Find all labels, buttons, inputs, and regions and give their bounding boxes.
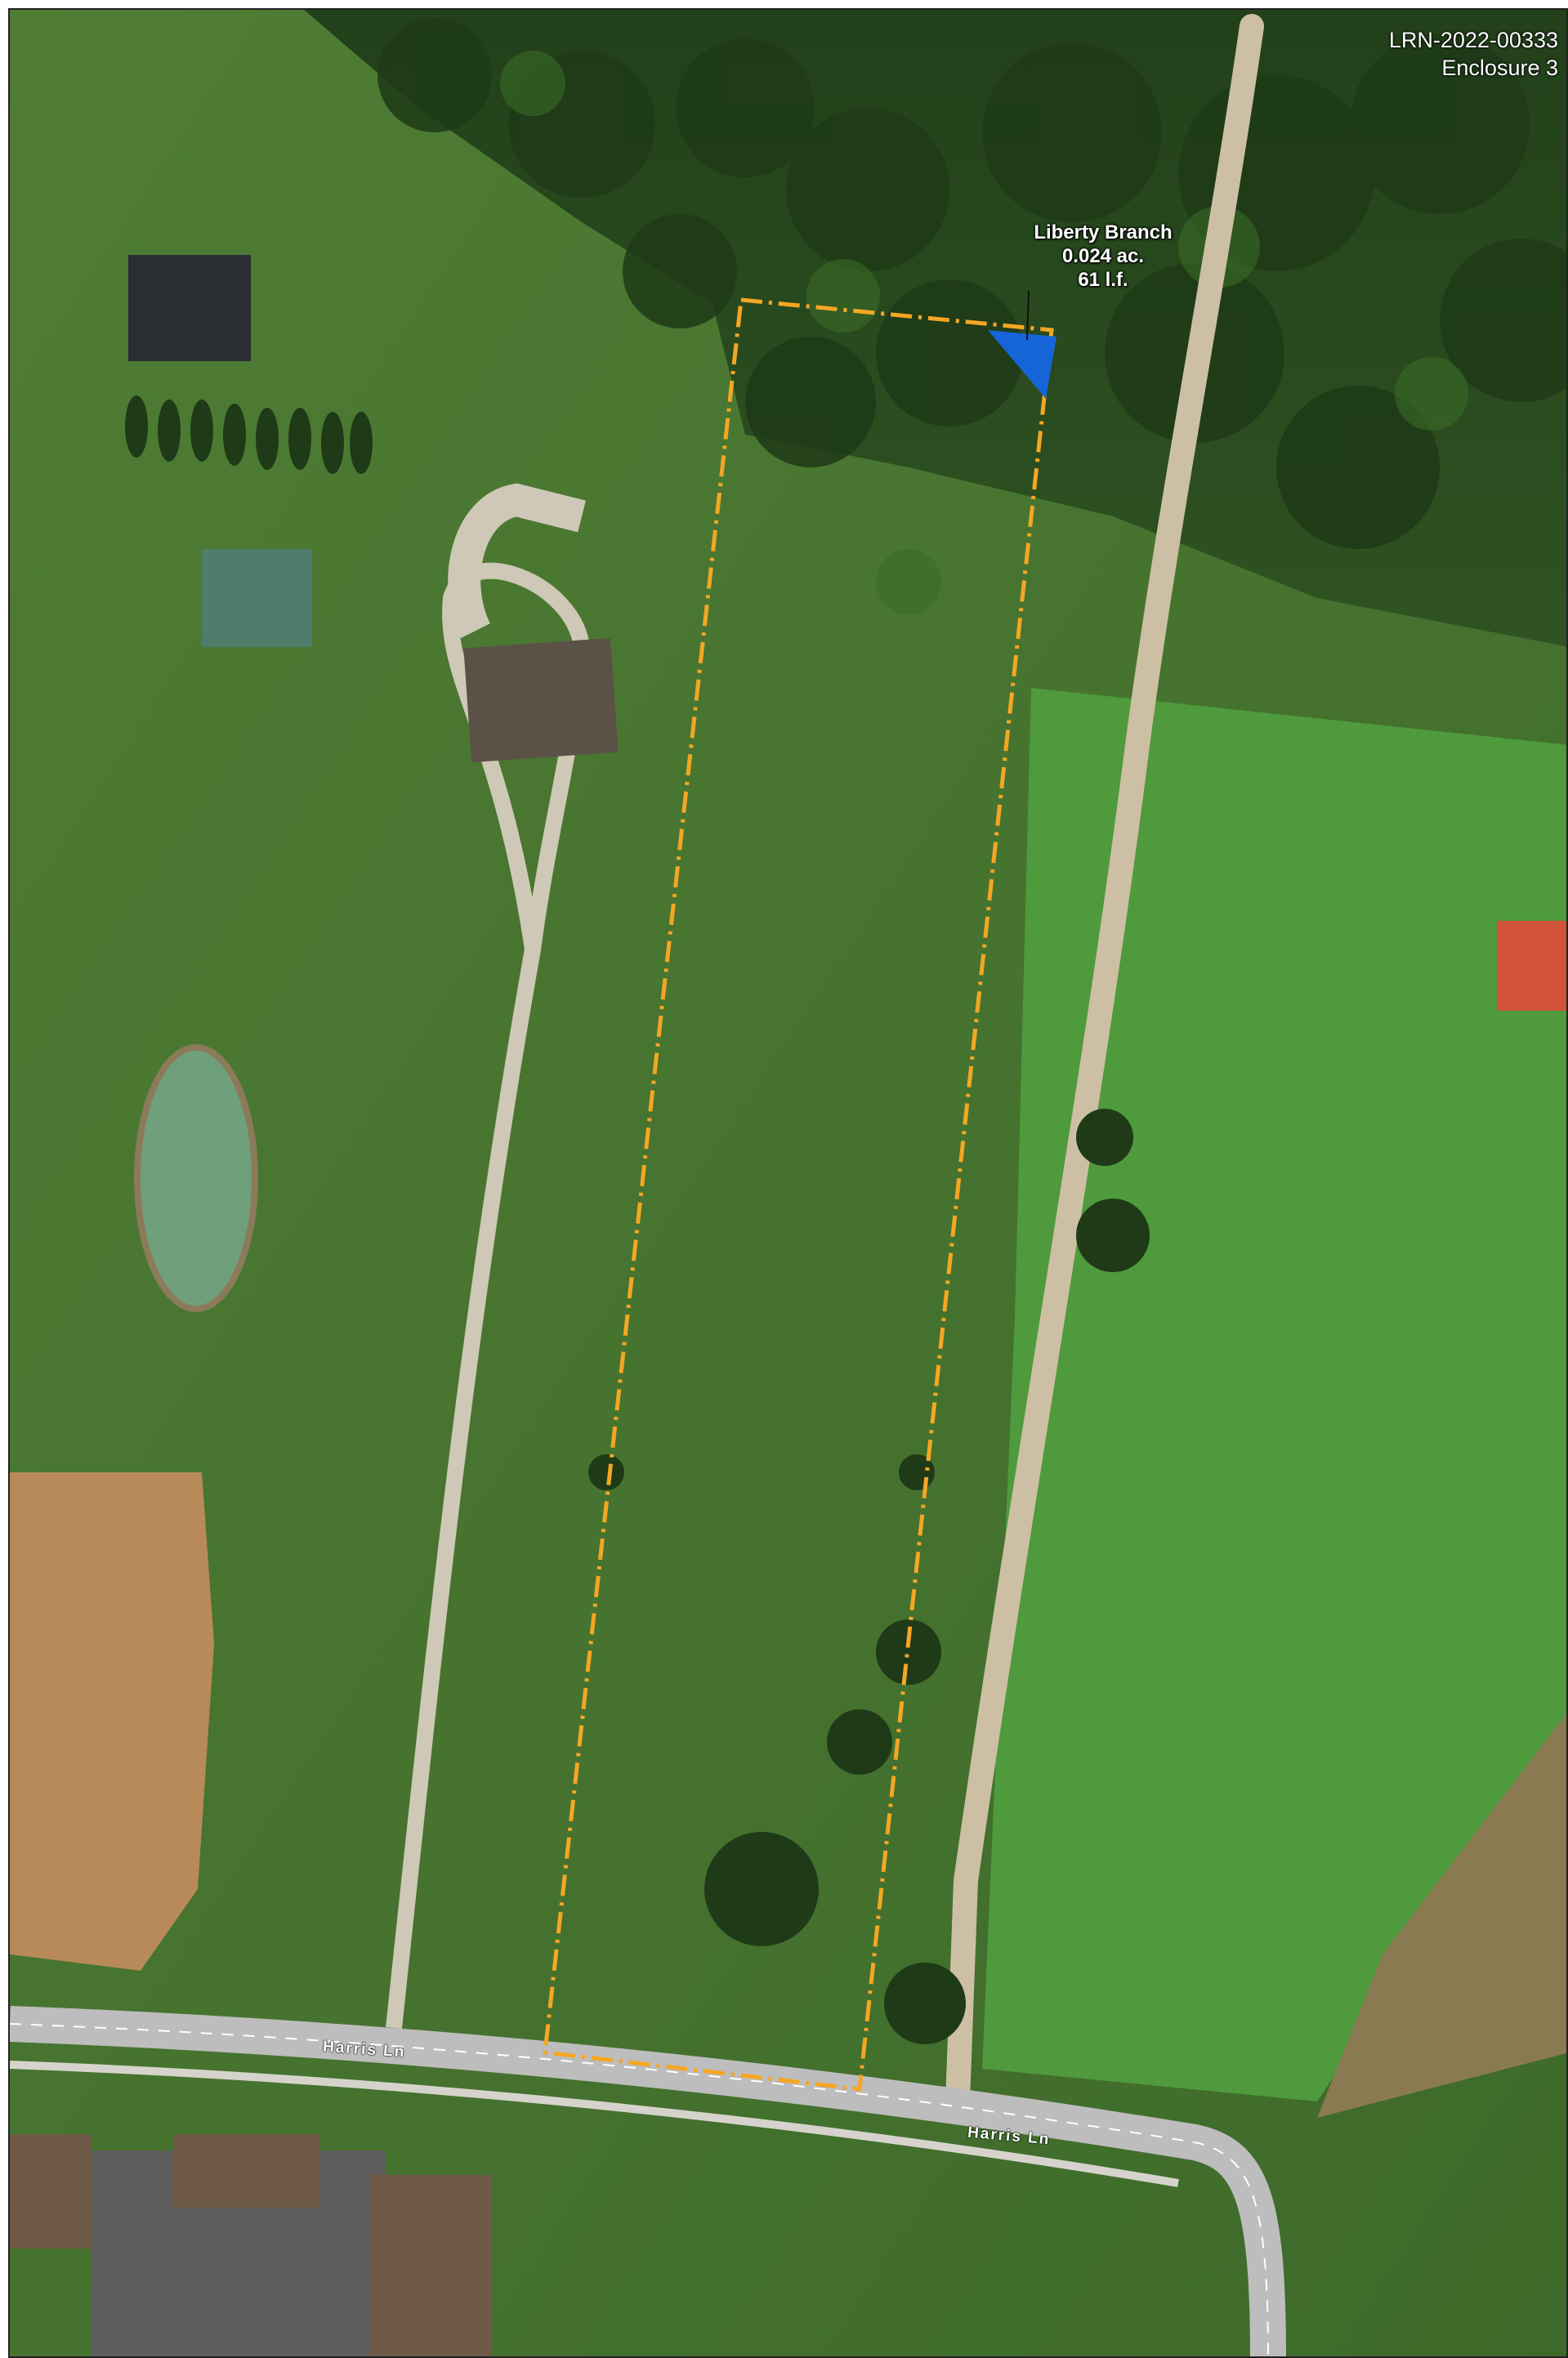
- aerial-imagery: [10, 10, 1566, 2356]
- east-pasture: [982, 688, 1566, 2101]
- property-boundary: [543, 297, 1054, 2092]
- red-building: [1497, 921, 1566, 1011]
- stream-name: Liberty Branch: [1034, 221, 1173, 243]
- house-entry: [448, 483, 586, 638]
- enclosure-label: Enclosure 3: [1441, 56, 1558, 80]
- building-south-1: [173, 2134, 320, 2208]
- pond: [134, 1044, 258, 1312]
- building-south-2: [369, 2175, 492, 2356]
- building-south-3: [10, 2134, 92, 2249]
- tree-canopy: [377, 18, 1566, 549]
- stream-length: 61 l.f.: [1078, 269, 1128, 291]
- document-id: LRN-2022-00333: [1388, 28, 1558, 52]
- aerial-map: LRN-2022-00333 Enclosure 3 Liberty Branc…: [8, 8, 1568, 2358]
- stream-area-polygon: [988, 330, 1057, 399]
- plowed-field: [1317, 1713, 1566, 2118]
- house-west: [202, 549, 312, 647]
- house-main: [463, 637, 619, 763]
- stream-label: Liberty Branch 0.024 ac. 61 l.f.: [997, 221, 1209, 292]
- bare-soil-area: [10, 1472, 214, 1971]
- stream-area: 0.024 ac.: [1061, 245, 1145, 267]
- harris-lane-centerline: [10, 2023, 1269, 2356]
- barn: [128, 255, 251, 361]
- tree-row: [125, 395, 1150, 2044]
- gravel-driveway-east: [945, 14, 1264, 2114]
- label-leader-line: [1026, 290, 1030, 341]
- sidewalk: [10, 2061, 1179, 2187]
